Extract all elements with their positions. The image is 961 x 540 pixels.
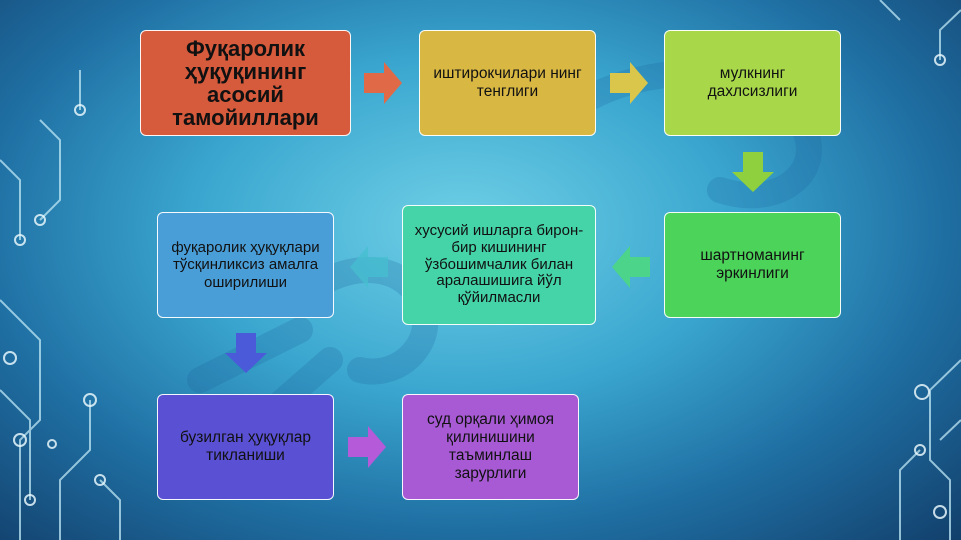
box-text: мулкнинг дахлсизлиги <box>707 65 798 100</box>
circuit-nodes-right <box>914 54 947 519</box>
box-text: суд орқали ҳимоя қилинишини таъминлаш за… <box>426 411 555 482</box>
arrow-right-icon <box>610 62 648 104</box>
arrow-right-icon <box>348 426 386 468</box>
box-contract-freedom: шартноманинг эркинлиги <box>664 212 841 318</box>
box-text: бузилган ҳуқуқлар тикланиши <box>180 429 311 464</box>
arrow-down-icon <box>732 152 774 192</box>
diagram-title: Фуқаролик ҳуқуқининг асосий тамойиллари <box>172 35 319 131</box>
box-text: иштирокчилари нинг тенглиги <box>433 65 582 100</box>
box-violated-rights-restoration: бузилган ҳуқуқлар тикланиши <box>157 394 334 500</box>
arrow-left-icon <box>612 246 650 288</box>
box-private-affairs-noninterference: хусусий ишларга бирон-бир кишининг ўзбош… <box>402 205 596 325</box>
box-property-inviolability: мулкнинг дахлсизлиги <box>664 30 841 136</box>
box-judicial-protection: суд орқали ҳимоя қилинишини таъминлаш за… <box>402 394 579 500</box>
arrow-down-icon <box>225 333 267 373</box>
circuit-decor-right <box>879 0 961 540</box>
box-text: хусусий ишларга бирон-бир кишининг ўзбош… <box>414 222 584 307</box>
circuit-nodes-left <box>3 104 106 506</box>
circuit-decor-left <box>0 70 121 540</box>
box-participants-equality: иштирокчилари нинг тенглиги <box>419 30 596 136</box>
arrow-right-icon <box>364 62 402 104</box>
title-box: Фуқаролик ҳуқуқининг асосий тамойиллари <box>140 30 351 136</box>
box-rights-unimpeded-exercise: фуқаролик ҳуқуқлари тўсқинликсиз амалга … <box>157 212 334 318</box>
arrow-left-icon <box>350 246 388 288</box>
box-text: шартноманинг эркинлиги <box>700 247 805 282</box>
box-text: фуқаролик ҳуқуқлари тўсқинликсиз амалга … <box>171 239 320 291</box>
